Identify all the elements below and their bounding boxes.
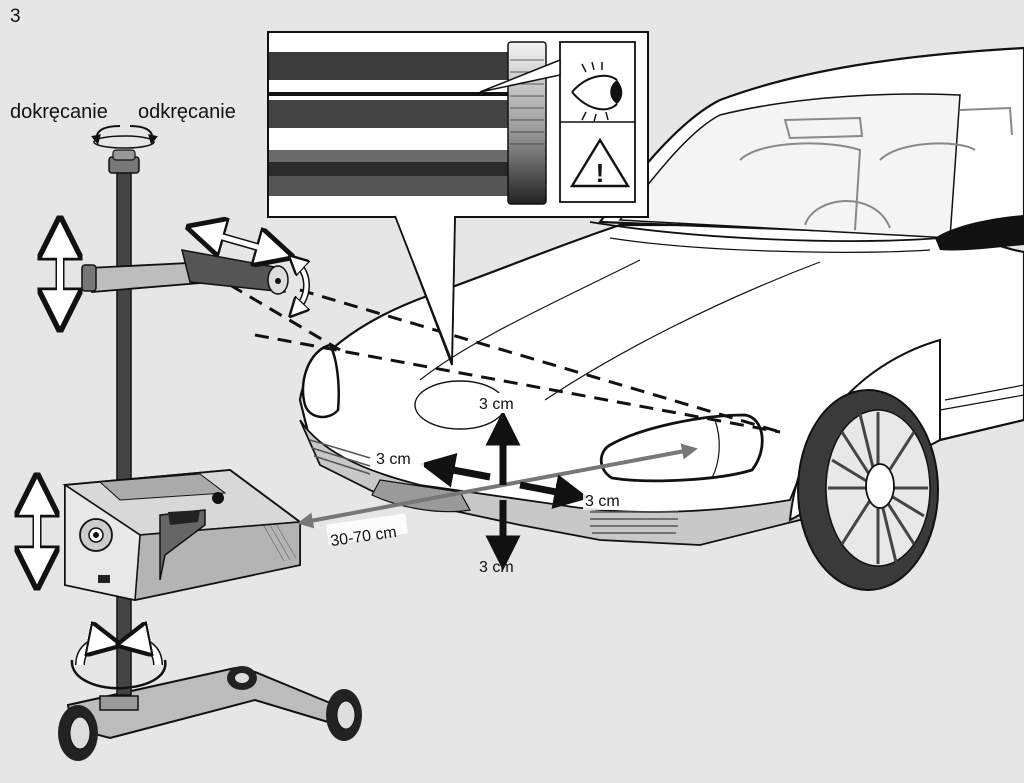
svg-text:!: ! [596, 158, 605, 188]
side-mirror [935, 215, 1024, 251]
label-down: 3 cm [479, 559, 514, 576]
measurement-arrows [297, 410, 698, 571]
car-interior [739, 106, 1013, 231]
label-up-bg [476, 393, 526, 413]
base-wheel-back [227, 666, 257, 690]
eye-icon [571, 61, 623, 123]
label-right-bg [583, 490, 635, 510]
label-up: 3 cm [479, 396, 514, 413]
arrow-right [519, 474, 590, 509]
label-right: 3 cm [585, 493, 620, 510]
label-left: 3 cm [376, 451, 411, 468]
base-wheel-right [326, 689, 362, 741]
height-adjust-arrows [37, 232, 307, 568]
tester-column [116, 164, 132, 696]
magnified-inset: ! [267, 31, 649, 366]
arrow-left [419, 453, 491, 488]
visor-slide-arrow [205, 232, 275, 252]
distance-arrow [297, 443, 698, 529]
tighten-label: dokręcanie [10, 101, 108, 123]
left-headlight [301, 343, 340, 419]
windshield [618, 93, 961, 239]
headlight-tester [58, 125, 362, 761]
adjustment-scale [507, 41, 547, 205]
loosen-label: odkręcanie [138, 101, 236, 123]
front-wheel [797, 389, 939, 591]
label-left-bg [374, 448, 424, 468]
warning-triangle-icon: ! [569, 137, 631, 188]
label-distance-bg [325, 513, 409, 545]
rotation-arrows-top [91, 125, 158, 149]
sight-lines [229, 283, 781, 434]
beam-pattern [269, 52, 511, 196]
alignment-visor [180, 249, 289, 295]
rotation-arrows-bottom [70, 642, 167, 690]
optical-box [62, 468, 303, 602]
base-wheel-left [58, 705, 98, 761]
figure-number: 3 [10, 6, 21, 27]
